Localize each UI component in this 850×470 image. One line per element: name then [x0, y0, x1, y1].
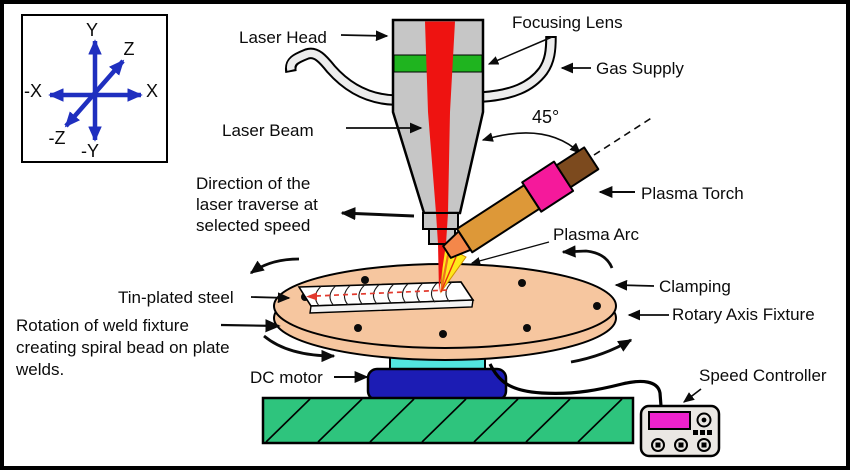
axis-label-neg-z: -Z: [49, 128, 66, 148]
label-traverse-line2: laser traverse at: [196, 195, 318, 214]
plasma-arc-streak: [440, 256, 457, 293]
weld-bead-arc: [401, 283, 409, 304]
controller-display: [648, 411, 691, 430]
label-gas-supply: Gas Supply: [596, 59, 684, 78]
bolt-dot: [518, 279, 526, 287]
hatch-line: [473, 398, 519, 443]
focusing-lens-arrow: [487, 36, 553, 65]
gas-supply-tubes: [284, 35, 557, 106]
bolt-dot: [439, 330, 447, 338]
gas-tube-right: [481, 37, 555, 101]
label-rotation-line3: welds.: [15, 360, 64, 379]
label-angle-45: 45°: [532, 107, 559, 127]
label-plasma-arc: Plasma Arc: [553, 225, 639, 244]
label-plasma-torch: Plasma Torch: [641, 184, 744, 203]
rotation-arrow-bottom-left: [263, 334, 336, 363]
plasma-arc-streak: [439, 249, 451, 293]
rotation-arrows: [249, 245, 633, 364]
controller-indicator: [707, 430, 712, 435]
traverse-path-dashed: [315, 289, 449, 297]
rotation-arrow-top-right: [561, 245, 614, 269]
label-clamping: Clamping: [659, 277, 731, 296]
label-speed-controller: Speed Controller: [699, 366, 827, 385]
bolt-dot: [523, 324, 531, 332]
rotation-arrow-top-left: [249, 257, 300, 275]
label-traverse-line1: Direction of the: [196, 174, 310, 193]
rotation-label-arrow: [220, 319, 281, 333]
axis-label-neg-x: -X: [24, 81, 42, 101]
weld-bead-arc: [416, 283, 423, 304]
axis-label-x: X: [146, 81, 158, 101]
axis-label-y: Y: [86, 20, 98, 40]
controller-buttons: [651, 438, 711, 452]
bolt-dot: [361, 276, 369, 284]
label-rotation-note: Rotation of weld fixture creating spiral…: [15, 316, 230, 379]
weld-bead-arc: [445, 282, 452, 303]
label-laser-beam: Laser Beam: [222, 121, 314, 140]
torch-end-cap: [555, 146, 600, 189]
bolt-dot: [354, 324, 362, 332]
controller-button-dot: [701, 442, 707, 448]
controller-indicator: [700, 430, 705, 435]
plasma-torch-group: [442, 146, 600, 259]
rotation-arrow-bottom-right: [570, 338, 633, 364]
laser-beam-shape: [425, 21, 455, 292]
label-rotation-line1: Rotation of weld fixture: [16, 316, 189, 335]
label-traverse-direction: Direction of the laser traverse at selec…: [196, 174, 318, 235]
hatch-line: [317, 398, 363, 443]
speed-controller-device: [639, 404, 721, 458]
angle-arc-arrow: [481, 132, 581, 154]
label-laser-head: Laser Head: [239, 28, 327, 47]
label-dc-motor: DC motor: [250, 368, 323, 387]
hatch-line: [369, 398, 415, 443]
plate-front-edge: [309, 299, 474, 314]
speed-controller-arrow: [682, 388, 702, 403]
label-focusing-lens: Focusing Lens: [512, 13, 623, 32]
gas-tube-left: [286, 49, 395, 104]
controller-button-dot: [655, 442, 661, 448]
rotary-table-group: [273, 263, 617, 361]
controller-button-dot: [678, 442, 684, 448]
steel-plate: [297, 281, 475, 314]
controller-knob-dot: [701, 417, 707, 423]
hatch-line: [577, 398, 623, 443]
axis-label-z: Z: [124, 39, 135, 59]
machine-base: [261, 396, 635, 445]
weld-bead-arc: [372, 284, 380, 305]
bolt-dot: [593, 302, 601, 310]
laser-head-arrow: [340, 30, 389, 42]
weld-bead-arc: [329, 285, 336, 306]
clamping-arrow: [614, 279, 655, 291]
hatch-line: [525, 398, 571, 443]
weld-bead-arc: [430, 282, 438, 303]
weld-bead-arc: [387, 283, 394, 304]
label-traverse-line3: selected speed: [196, 216, 310, 235]
base-hatching: [265, 398, 623, 443]
axis-label-neg-y: -Y: [81, 141, 99, 161]
label-rotary-axis-fixture: Rotary Axis Fixture: [672, 305, 815, 324]
label-rotation-line2: creating spiral bead on plate: [16, 338, 230, 357]
leader-arrows: [220, 30, 702, 403]
tin-plated-steel-arrow: [250, 292, 291, 304]
controller-indicator: [693, 430, 698, 435]
power-cable: [488, 363, 663, 407]
plasma-arc-arrow: [470, 241, 550, 265]
weld-bead-arc: [358, 284, 365, 305]
axes-inset: Y Z X -X -Z -Y: [21, 14, 168, 163]
dc-motor-body: [366, 367, 508, 402]
axis-z-line: [64, 59, 125, 128]
traverse-direction-arrowhead: [306, 292, 317, 301]
traverse-direction-arrow: [340, 206, 415, 221]
label-tin-plated-steel: Tin-plated steel: [118, 288, 234, 307]
hatch-line: [421, 398, 467, 443]
hatch-line: [265, 398, 311, 443]
